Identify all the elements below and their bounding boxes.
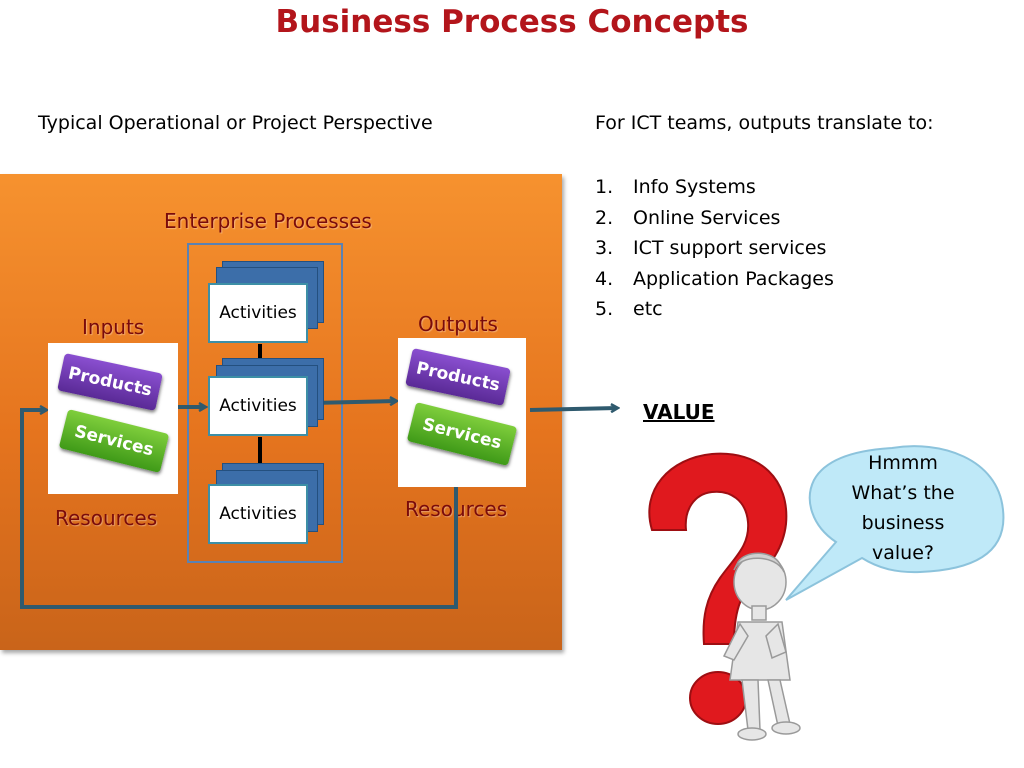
activity-card: Activities [208,283,308,343]
value-label: VALUE [643,400,715,424]
left-heading: Typical Operational or Project Perspecti… [38,112,433,134]
page-title: Business Process Concepts [275,4,749,40]
question-mark-icon [648,452,788,725]
callout-text: Hmmm What’s the business value? [851,452,955,564]
list-item: 5.etc [595,298,663,321]
activity-card: Activities [208,376,308,436]
activity-card: Activities [208,484,308,544]
ict-output-list: 1.Info Systems 2.Online Services 3.ICT s… [595,172,834,325]
products-tag: Products [57,353,163,411]
resources-left-label: Resources [55,506,158,530]
inputs-label: Inputs [82,315,145,339]
person-figure-icon [722,552,801,741]
feedback-loop-arrow [20,410,458,609]
thinking-figure [648,445,1005,741]
speech-bubble [785,445,1005,601]
enterprise-processes-label: Enterprise Processes [164,209,372,233]
list-item: 2.Online Services [595,206,781,229]
services-tag: Services [58,409,170,473]
services-tag: Services [406,402,518,466]
list-item: 4.Application Packages [595,267,834,290]
list-item: 3.ICT support services [595,237,827,260]
outputs-label: Outputs [418,312,498,336]
output-arrow [311,401,396,403]
outputs-image: Products Services [398,338,526,487]
inputs-image: Products Services [48,343,178,494]
list-item: 1.Info Systems [595,176,756,198]
right-heading: For ICT teams, outputs translate to: [595,112,934,134]
products-tag: Products [405,348,511,406]
value-arrow [529,408,617,410]
